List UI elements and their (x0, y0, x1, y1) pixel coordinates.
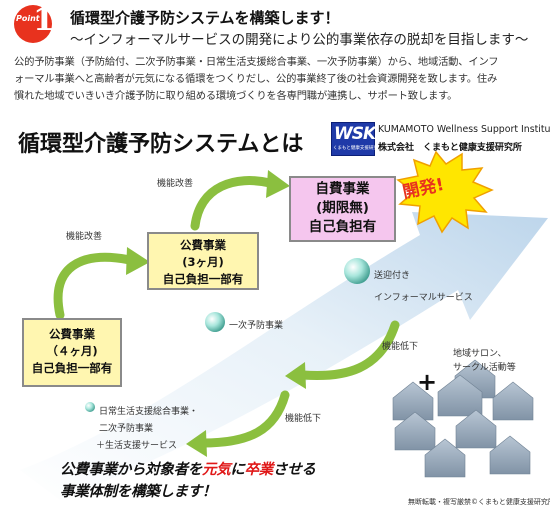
wsk-logo (331, 122, 375, 156)
label-comprehensive-3: ＋生活支援サービス (96, 441, 178, 451)
label-improve-left: 機能改善 (66, 232, 103, 242)
label-transport: 送迎付き (374, 271, 411, 281)
box-line: 公費事業 (49, 327, 95, 341)
house (492, 381, 534, 421)
plus-sign: + (417, 368, 438, 396)
label-salon-1: 地域サロン、 (453, 349, 507, 359)
description-line: 公的予防事業（予防給付、二次予防事業・日常生活支援総合事業、一次予防事業）から、… (14, 56, 499, 68)
label-comprehensive-1: 日常生活支援総合事業・ (99, 407, 199, 417)
houses (392, 359, 534, 478)
caption-line-1: 公費事業から対象者を元気に卒業させる (60, 462, 316, 478)
sphere-comprehensive (85, 402, 95, 412)
house (394, 411, 436, 451)
label-salon-2: サークル活動等 (453, 363, 516, 373)
box-line: 自費事業 (315, 181, 370, 197)
public-3month-box: 公費事業 (3ヶ月) 自己負担一部有 (147, 232, 259, 290)
diagram-graphic (6, 116, 548, 511)
diagram-title: 循環型介護予防システムとは (18, 132, 304, 157)
label-decline-mid: 機能低下 (285, 414, 322, 424)
arrow-improve-left (53, 252, 135, 320)
page-title: 循環型介護予防システムを構築します！ (70, 9, 340, 27)
box-line: (期限無) (316, 200, 369, 216)
institute-name-en: KUMAMOTO Wellness Support Institute (378, 124, 550, 135)
page-subtitle: ～インフォーマルサービスの開発により公的事業依存の脱却を目指します～ (70, 32, 529, 48)
label-comprehensive-2: 二次予防事業 (99, 424, 154, 434)
box-line: (3ヶ月) (182, 255, 224, 269)
label-decline-right: 機能低下 (382, 342, 419, 352)
label-informal: インフォーマルサービス (374, 293, 473, 303)
self-pay-box: 自費事業 (期限無) 自己負担有 (289, 176, 396, 242)
box-line: 公費事業 (180, 238, 226, 252)
arrow-decline-mid (198, 390, 290, 448)
description: 公的予防事業（予防給付、二次予防事業・日常生活支援総合事業、一次予防事業）から、… (14, 54, 540, 105)
public-4month-box: 公費事業 （４ヶ月) 自己負担一部有 (22, 318, 122, 387)
box-line: （４ヶ月) (46, 344, 98, 358)
green-arrows (53, 176, 400, 448)
house (437, 374, 483, 417)
description-line: ォーマル事業へと高齢者が元気になる循環をつくりだし、公的事業終了後の社会資源開発… (14, 73, 498, 85)
sphere-primary (205, 312, 225, 332)
caption-line-2: 事業体制を構築します！ (60, 484, 217, 500)
arrow-improve-top (190, 176, 275, 231)
arrowhead-decline-mid (186, 430, 207, 457)
copyright-credit: 無断転載・複写厳禁©くまもと健康支援研究所 (408, 498, 550, 506)
big-arrow (20, 212, 548, 500)
wsk-logo-text: WSK (334, 124, 376, 144)
arrowhead-improve-left (126, 247, 150, 275)
wsk-logo-subtext: くまもと健康支援研究所 (333, 146, 383, 151)
description-line: 慣れた地域でいきいき介護予防に取り組める環境づくりを各専門職が連携し、サポート致… (14, 90, 458, 102)
sphere-informal (344, 258, 370, 284)
house (392, 381, 434, 421)
house (489, 435, 531, 475)
green-arrowheads (126, 170, 306, 457)
badge-label: Point (16, 14, 40, 23)
point-badge (14, 5, 52, 43)
starburst (396, 150, 494, 234)
badge-number: 1 (33, 2, 55, 38)
label-improve-top: 機能改善 (157, 179, 194, 189)
box-line: 自己負担一部有 (31, 361, 113, 375)
box-line: 自己負担有 (308, 219, 377, 235)
house (455, 409, 497, 449)
arrow-decline-right (298, 320, 400, 381)
label-primary-prevention: 一次予防事業 (229, 321, 284, 331)
arrowhead-decline-right (285, 362, 306, 389)
house (424, 438, 466, 478)
arrowhead-improve-top (266, 170, 290, 198)
institute-name-jp: 株式会社 くまもと健康支援研究所 (378, 143, 522, 153)
box-line: 自己負担一部有 (162, 272, 244, 286)
